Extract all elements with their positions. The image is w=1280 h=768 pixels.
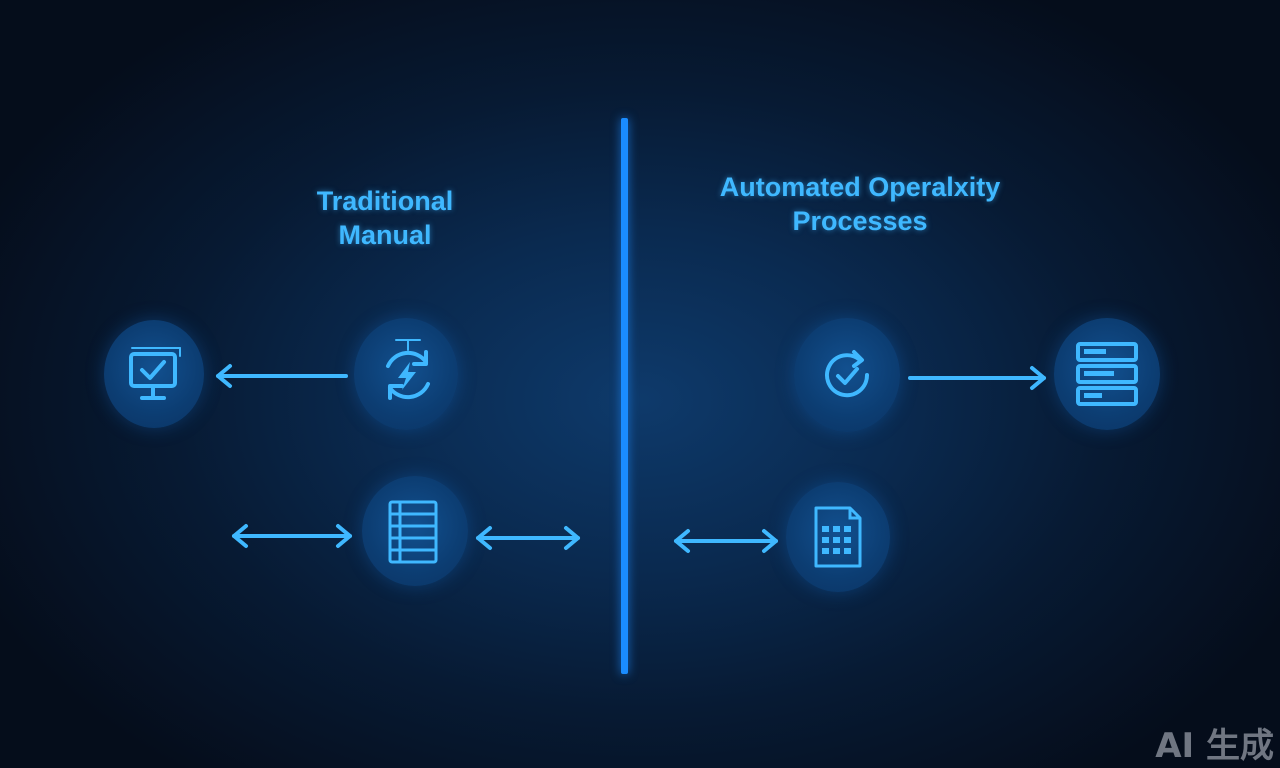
arrow-check-to-server [908,366,1046,390]
double-arrow-right-doc [476,526,580,550]
refresh-lightning-icon [386,339,430,400]
right-title-line2: Processes [792,206,928,236]
arrow-refresh-to-monitor [216,364,348,388]
document-list-icon [388,500,438,564]
left-title-line1: Traditional [316,186,454,216]
circular-check-icon [825,350,870,398]
watermark-label: AI 生成 [1155,726,1274,766]
right-title-line1: Automated Operalxity [719,172,1001,202]
server-stack-node [1054,318,1160,430]
refresh-node [354,318,458,430]
monitor-node [104,320,204,428]
monitor-check-icon [129,347,181,400]
left-title-line2: Manual [338,220,432,250]
spreadsheet-node [786,482,890,592]
left-title: Traditional Manual [300,184,470,252]
center-divider [621,118,628,674]
right-title: Automated Operalxity Processes [700,170,1020,238]
double-arrow-left-doc [232,524,352,548]
double-arrow-spreadsheet [674,529,778,553]
server-stack-icon [1076,342,1138,406]
circular-check-node [794,318,900,432]
spreadsheet-document-icon [814,506,862,568]
document-list-node [362,476,468,586]
